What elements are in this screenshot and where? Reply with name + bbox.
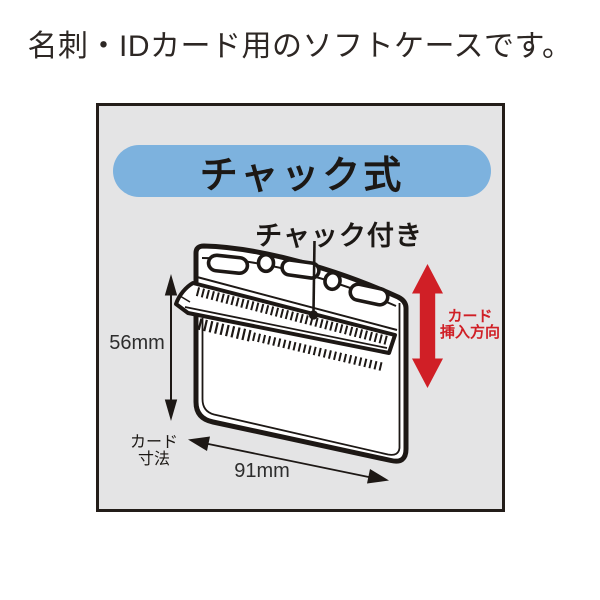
height-dimension-arrow (164, 274, 178, 421)
insertion-direction-line2: 挿入方向 (439, 324, 500, 341)
width-dimension-arrow (188, 436, 389, 484)
insertion-direction-arrow (412, 264, 443, 388)
hanger-hole (323, 270, 342, 292)
strip-fold-crease (179, 295, 191, 303)
insertion-direction-line1: カード (447, 308, 493, 325)
hanger-hole (256, 252, 276, 274)
page-title: 名刺・IDカード用のソフトケースです。 (27, 30, 573, 63)
hanger-slot (280, 258, 321, 280)
card-size-label-line2: 寸法 (137, 451, 170, 468)
insertion-direction-label: カード 挿入方向 (420, 309, 520, 341)
zipper-leader-dot (308, 310, 319, 320)
card-case-diagram (164, 240, 443, 484)
zipper-teeth-row (197, 318, 255, 343)
hanger-slot (206, 253, 250, 276)
zipper-rail-line (196, 276, 398, 331)
feature-banner: チャック式 (113, 145, 491, 197)
case-inner-outline (201, 303, 401, 456)
hanger-slot (348, 282, 390, 307)
feature-panel: チャック式 チャック付き 56mm 91mm カード 寸法 カード 挿入方向 (96, 103, 505, 512)
zipper-callout-label: チャック付き (255, 221, 423, 251)
feature-banner-label: チャック式 (199, 154, 405, 197)
card-size-label: カード 寸法 (109, 434, 199, 468)
card-size-label-line1: カード (129, 434, 178, 451)
strip-inner-line (184, 306, 388, 349)
height-dimension-label: 56mm (109, 332, 165, 354)
zipper-teeth-row (252, 332, 384, 372)
width-dimension-label: 91mm (234, 460, 290, 482)
zipper-leader-line (312, 240, 316, 313)
